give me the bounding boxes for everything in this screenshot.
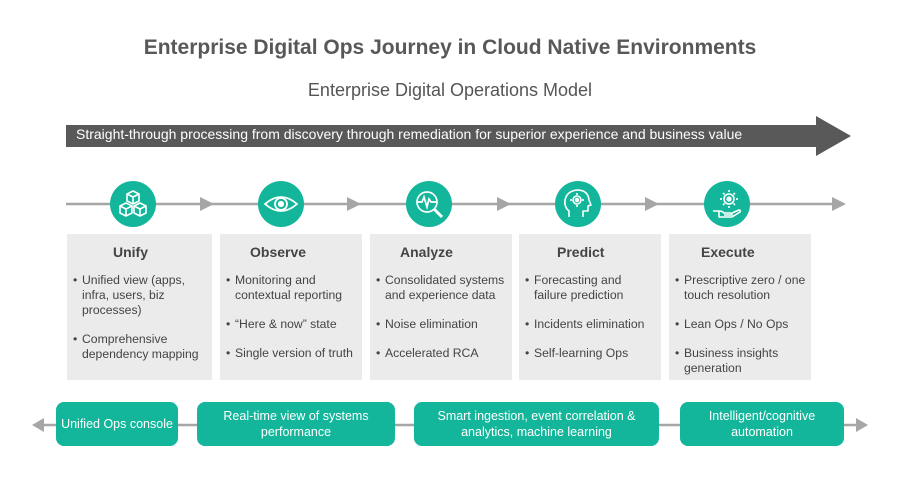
process-banner-arrow: Straight-through processing from discove… bbox=[66, 116, 851, 156]
magnifier-pulse-icon bbox=[406, 181, 452, 227]
stage-bullet: Lean Ops / No Ops bbox=[675, 317, 807, 332]
stage-title: Unify bbox=[113, 244, 148, 260]
stage-bullets: Prescriptive zero / one touch resolution… bbox=[675, 273, 807, 390]
capability-pill-ops-console: Unified Ops console bbox=[56, 402, 178, 446]
stage-bullet: Unified view (apps, infra, users, biz pr… bbox=[73, 273, 208, 318]
stage-bullet: Prescriptive zero / one touch resolution bbox=[675, 273, 807, 303]
stage-bullet: Incidents elimination bbox=[525, 317, 657, 332]
capability-pill-smart-ingestion: Smart ingestion, event correlation & ana… bbox=[414, 402, 659, 446]
stage-bullets: Consolidated systems and experience data… bbox=[376, 273, 508, 375]
stage-bullet: Comprehensive dependency mapping bbox=[73, 332, 208, 362]
timeline-arrowhead bbox=[347, 197, 361, 211]
stage-card-observe: Observe Monitoring and contextual report… bbox=[220, 234, 362, 380]
stage-bullets: Unified view (apps, infra, users, biz pr… bbox=[73, 273, 208, 376]
stage-bullet: Consolidated systems and experience data bbox=[376, 273, 508, 303]
stage-title: Analyze bbox=[400, 244, 453, 260]
capability-label: Unified Ops console bbox=[61, 417, 173, 431]
stage-bullet: Noise elimination bbox=[376, 317, 508, 332]
timeline-arrowhead bbox=[832, 197, 846, 211]
diagram-title: Enterprise Digital Ops Journey in Cloud … bbox=[143, 36, 757, 59]
stage-title: Predict bbox=[557, 244, 605, 260]
banner-text: Straight-through processing from discove… bbox=[76, 126, 743, 142]
head-gear-icon bbox=[555, 181, 601, 227]
timeline-arrowhead bbox=[645, 197, 659, 211]
stage-card-unify: Unify Unified view (apps, infra, users, … bbox=[67, 234, 212, 380]
stage-bullet: Monitoring and contextual reporting bbox=[226, 273, 358, 303]
hand-gear-icon bbox=[704, 181, 750, 227]
stage-bullet: Business insights generation bbox=[675, 346, 807, 376]
stage-card-predict: Predict Forecasting and failure predicti… bbox=[519, 234, 661, 380]
stage-card-execute: Execute Prescriptive zero / one touch re… bbox=[669, 234, 811, 380]
bottom-arrowhead-right bbox=[856, 418, 868, 432]
cubes-icon bbox=[110, 181, 156, 227]
timeline-arrowhead bbox=[200, 197, 214, 211]
timeline-arrowhead bbox=[497, 197, 511, 211]
capability-label: Smart ingestion, event correlation & ana… bbox=[437, 409, 636, 439]
stage-bullet: “Here & now” state bbox=[226, 317, 358, 332]
capability-label: Intelligent/cognitive automation bbox=[708, 409, 816, 439]
stage-bullet: Self-learning Ops bbox=[525, 346, 657, 361]
stage-title: Execute bbox=[701, 244, 755, 260]
stage-bullet: Forecasting and failure prediction bbox=[525, 273, 657, 303]
stage-bullets: Forecasting and failure prediction Incid… bbox=[525, 273, 657, 375]
stage-bullet: Single version of truth bbox=[226, 346, 358, 361]
stage-bullets: Monitoring and contextual reporting “Her… bbox=[226, 273, 358, 375]
stage-title: Observe bbox=[250, 244, 307, 260]
capability-pill-realtime-view: Real-time view of systems performance bbox=[197, 402, 395, 446]
eye-icon bbox=[258, 181, 304, 227]
capability-pill-automation: Intelligent/cognitive automation bbox=[680, 402, 844, 446]
bottom-arrowhead-left bbox=[32, 418, 44, 432]
diagram-subtitle: Enterprise Digital Operations Model bbox=[307, 80, 593, 100]
capability-label: Real-time view of systems performance bbox=[223, 409, 369, 439]
stage-card-analyze: Analyze Consolidated systems and experie… bbox=[370, 234, 512, 380]
stage-bullet: Accelerated RCA bbox=[376, 346, 508, 361]
